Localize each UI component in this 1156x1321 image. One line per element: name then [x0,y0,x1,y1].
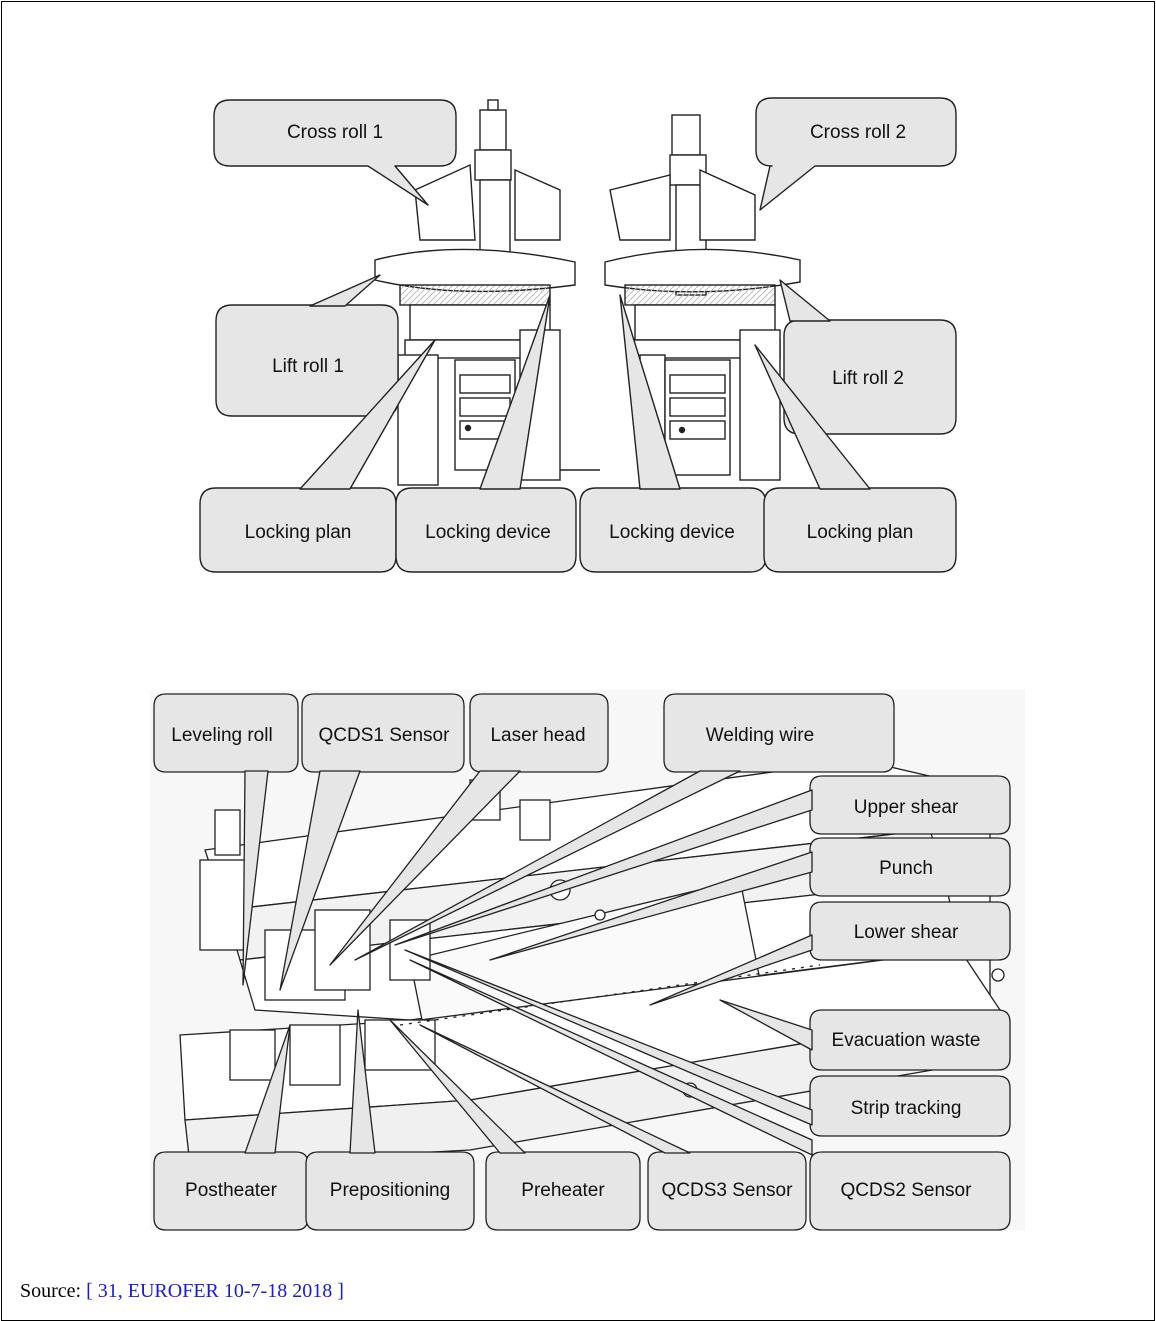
label-preheater: Preheater [521,1180,605,1201]
bottom-callout-labels: Leveling roll QCDS1 Sensor Laser head We… [171,725,980,1201]
callout-upper-shear-box [809,775,1011,835]
label-lift-roll-2: Lift roll 2 [832,368,904,389]
label-qcds1-sensor: QCDS1 Sensor [319,725,451,746]
callout-qcds2-sensor-box [809,1151,1011,1231]
callout-lift-roll-2-pointer [779,279,831,322]
callout-qcds3-sensor-box [647,1151,807,1231]
callout-locking-device-left-box [395,487,577,573]
callout-upper-shear-pointer [394,789,813,946]
label-locking-device-right: Locking device [609,522,735,543]
callout-qcds3-sensor-pointer [419,1024,691,1154]
callout-qcds1-sensor-box [301,693,465,773]
source-citation: Source: [ 31, EUROFER 10-7-18 2018 ] [20,1280,344,1303]
top-machine-drawing [374,99,801,486]
callout-punch-pointer [489,851,813,961]
callout-preheater-box [485,1151,641,1231]
source-prefix: Source: [20,1280,87,1302]
callout-cross-roll-2-box [755,97,957,211]
callout-laser-head-pointer [329,770,521,966]
label-qcds3-sensor: QCDS3 Sensor [662,1180,794,1201]
callout-preheater-pointer [389,1019,526,1154]
label-strip-tracking: Strip tracking [851,1098,962,1119]
callout-leveling-roll-box [153,693,299,773]
label-laser-head: Laser head [490,725,585,746]
left-machine-illustration [374,99,600,486]
callout-cross-roll-1-box [213,99,457,206]
callout-evacuation-waste-box [809,1009,1011,1071]
callout-locking-plan-right-box [763,487,957,573]
label-upper-shear: Upper shear [854,797,959,818]
label-cross-roll-1: Cross roll 1 [287,122,383,143]
source-link[interactable]: [ 31, EUROFER 10-7-18 2018 ] [86,1280,344,1302]
callout-qcds1-sensor-pointer [279,770,361,991]
top-callouts [199,97,957,573]
callout-lower-shear-pointer [649,934,813,1006]
right-machine-illustration [604,114,801,481]
label-leveling-roll: Leveling roll [171,725,272,746]
callout-locking-device-right-box [579,487,767,573]
callout-locking-plan-left-pointer [299,339,436,490]
label-locking-plan-left: Locking plan [245,522,352,543]
callout-prepositioning-pointer [349,1009,376,1154]
callout-lift-roll-1-pointer [309,274,381,307]
bottom-callouts [153,693,1011,1231]
callout-locking-plan-right-pointer [754,344,871,490]
label-cross-roll-2: Cross roll 2 [810,122,906,143]
callout-lift-roll-2-box [783,319,957,435]
label-qcds2-sensor: QCDS2 Sensor [841,1180,973,1201]
callout-evacuation-waste-pointer [719,999,813,1051]
callout-laser-head-box [469,693,609,773]
callout-postheater-pointer [244,1024,291,1154]
callout-strip-tracking-box [809,1075,1011,1137]
callout-welding-wire-pointer [354,770,741,961]
label-locking-device-left: Locking device [425,522,551,543]
label-postheater: Postheater [185,1180,278,1201]
callout-qcds2-sensor-pointer [409,959,813,1156]
callout-prepositioning-box [305,1151,475,1231]
callout-welding-wire-box [663,693,895,773]
label-lift-roll-1: Lift roll 1 [272,356,344,377]
callout-lower-shear-box [809,901,1011,961]
label-punch: Punch [879,858,933,879]
label-evacuation-waste: Evacuation waste [832,1030,981,1051]
label-locking-plan-right: Locking plan [807,522,914,543]
callout-strip-tracking-pointer [404,949,813,1126]
callout-punch-box [809,837,1011,897]
callout-locking-device-right-pointer [619,294,681,490]
label-welding-wire: Welding wire [706,725,814,746]
callout-locking-plan-left-box [199,487,397,573]
label-prepositioning: Prepositioning [330,1180,450,1201]
callout-locking-device-left-pointer [479,294,551,490]
label-lower-shear: Lower shear [854,922,959,943]
callout-leveling-roll-pointer [242,770,269,986]
top-callout-labels: Cross roll 1 Cross roll 2 Lift roll 1 Li… [245,122,914,543]
